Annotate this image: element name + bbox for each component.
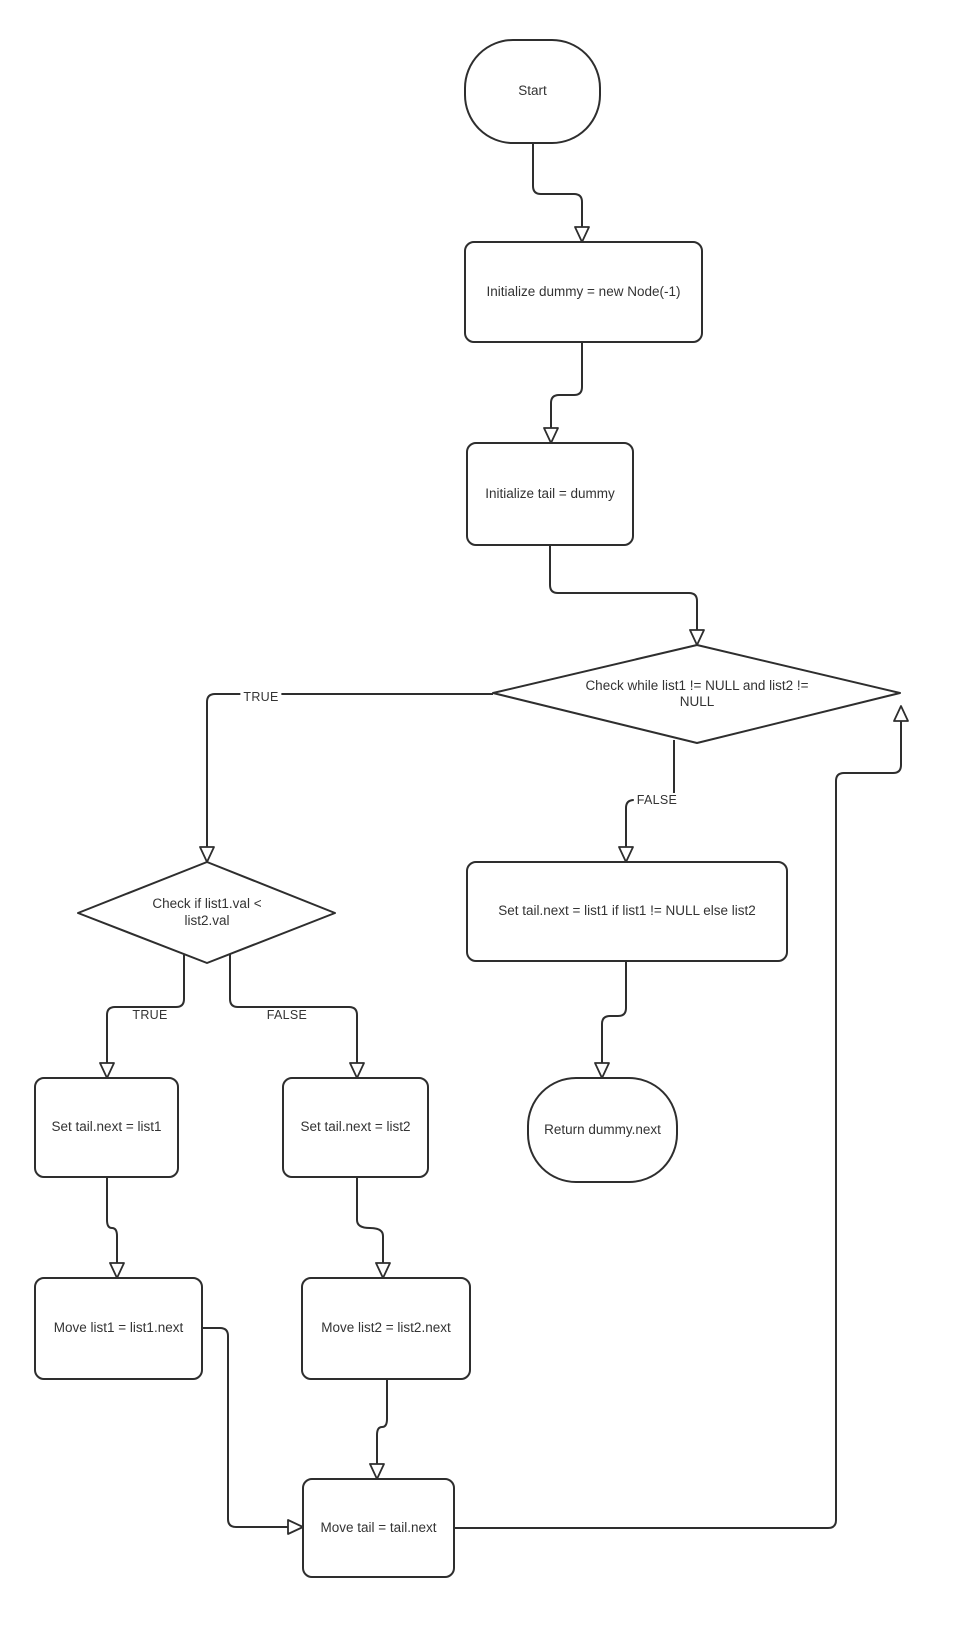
while-check-decision-shape [492, 644, 901, 744]
arrowhead-down-move-list2 [375, 1262, 391, 1279]
move-list2-process-shape [301, 1277, 471, 1380]
connector-while-false-to-set-tail-final [625, 740, 675, 847]
arrowhead-down-return [594, 1062, 610, 1079]
connector-move-list1-to-move-tail [202, 1327, 288, 1528]
connector-set-tail-list1-to-move-list1 [106, 1177, 118, 1263]
connector-layer [99, 143, 909, 1535]
if-check-decision-shape [77, 861, 336, 964]
arrowhead-down-init-tail [543, 427, 559, 444]
move-list1-process-shape [34, 1277, 203, 1380]
set-tail-list1-process-shape [34, 1077, 179, 1178]
connector-set-tail-final-to-return [601, 961, 627, 1063]
connector-while-true-to-if-check [206, 693, 493, 847]
connector-move-list2-to-move-tail [376, 1379, 388, 1464]
return-terminator-shape [527, 1077, 678, 1183]
connector-start-to-init-dummy [532, 143, 583, 227]
move-tail-process-shape [302, 1478, 455, 1578]
connector-if-true-to-set-tail-list1 [106, 955, 185, 1063]
connector-init-tail-to-while-check [549, 545, 698, 630]
arrowhead-down-set-tail-list1 [99, 1062, 115, 1079]
node-layer [34, 39, 901, 1578]
init-tail-process-shape [466, 442, 634, 546]
connector-if-false-to-set-tail-list2 [229, 954, 358, 1063]
arrowhead-down-set-tail-final [618, 846, 634, 863]
connector-move-tail-to-while-check [454, 721, 902, 1529]
arrowhead-down-while-check [689, 629, 705, 646]
init-dummy-process-shape [464, 241, 703, 343]
arrowhead-down-init-dummy [574, 226, 590, 243]
set-tail-list2-process-shape [282, 1077, 429, 1178]
arrowhead-down-move-tail [369, 1463, 385, 1480]
arrowhead-down-if-check [199, 846, 215, 863]
arrowhead-down-move-list1 [109, 1262, 125, 1279]
set-tail-final-process-shape [466, 861, 788, 962]
connector-set-tail-list2-to-move-list2 [356, 1177, 384, 1263]
connector-init-dummy-to-init-tail [550, 342, 583, 428]
start-terminator-shape [464, 39, 601, 144]
arrowhead-right-move-tail [287, 1519, 304, 1535]
arrowhead-down-set-tail-list2 [349, 1062, 365, 1079]
arrowhead-up-while-check [893, 705, 909, 722]
